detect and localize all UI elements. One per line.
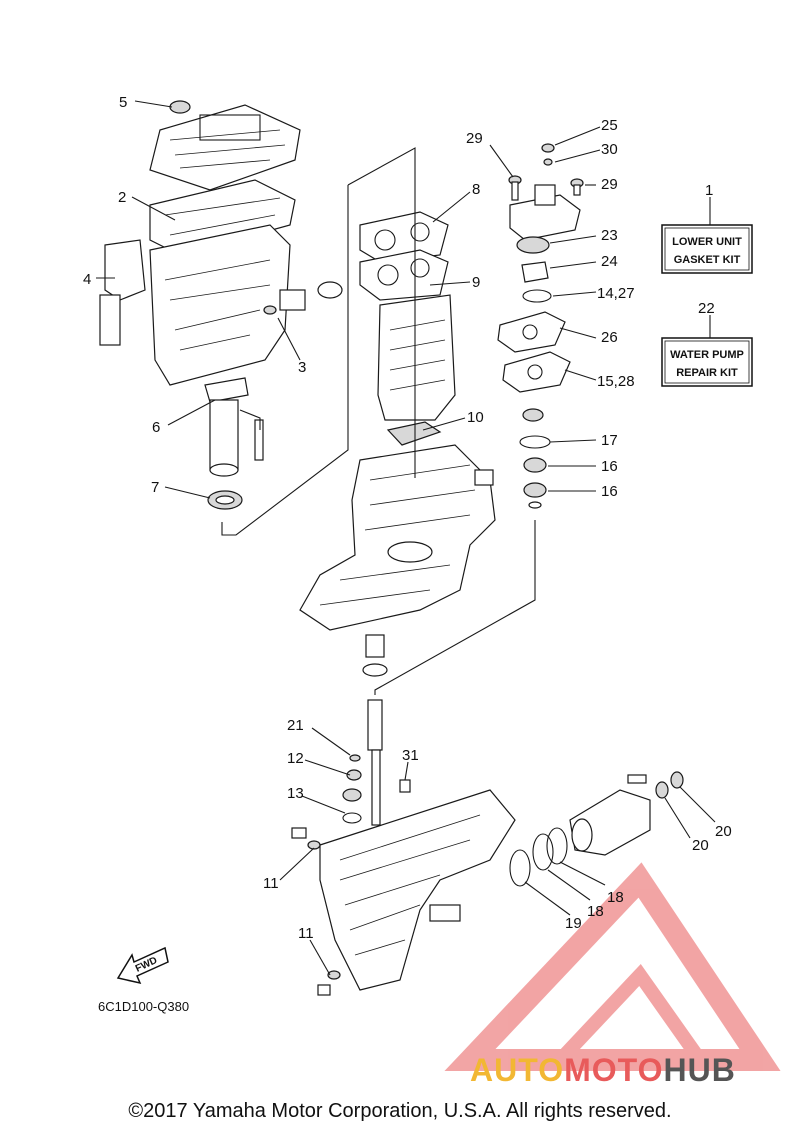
callout-2: 2 (118, 189, 126, 206)
callout-14-27: 14,27 (597, 285, 635, 302)
callout-29-left: 29 (466, 130, 483, 147)
callout-25: 25 (601, 117, 618, 134)
callout-18-right: 18 (607, 889, 624, 906)
lower-casing (299, 444, 496, 677)
lower-unit-kit-label-2: GASKET KIT (674, 254, 741, 266)
callout-16-upper: 16 (601, 458, 618, 475)
automotohub-logo-text: AUTOMOTOHUB (470, 1052, 800, 1089)
water-pump-parts (497, 143, 584, 509)
callout-5: 5 (119, 94, 127, 111)
callout-9: 9 (472, 274, 480, 291)
gear-case-assembly (291, 699, 684, 996)
leader-lines (96, 100, 716, 976)
callout-7: 7 (151, 479, 159, 496)
callout-18-left: 18 (587, 903, 604, 920)
callout-23: 23 (601, 227, 618, 244)
water-pump-kit-label-1: WATER PUMP (670, 349, 744, 361)
callout-30: 30 (601, 141, 618, 158)
exhaust-guide-assembly (99, 100, 343, 386)
callout-4: 4 (83, 271, 91, 288)
callout-6: 6 (152, 419, 160, 436)
callout-16-lower: 16 (601, 483, 618, 500)
callout-24: 24 (601, 253, 618, 270)
callout-15-28: 15,28 (597, 373, 635, 390)
fwd-arrow-icon (116, 946, 169, 985)
water-tube-assembly (204, 377, 264, 510)
callout-29-right: 29 (601, 176, 618, 193)
callout-19: 19 (565, 915, 582, 932)
lower-unit-gasket-kit-box (661, 224, 753, 274)
callout-8: 8 (472, 181, 480, 198)
callout-10: 10 (467, 409, 484, 426)
logo-moto: MOTO (564, 1052, 664, 1088)
callout-11-upper: 11 (263, 875, 279, 892)
callout-11-lower: 11 (298, 925, 314, 942)
callout-3: 3 (298, 359, 306, 376)
lower-unit-kit-label-1: LOWER UNIT (672, 236, 742, 248)
callout-1: 1 (705, 182, 713, 199)
assembly-bracket-lines (221, 147, 536, 695)
callout-21: 21 (287, 717, 304, 734)
callout-numbers: 5 2 4 3 6 7 8 9 10 29 25 30 29 23 24 14,… (83, 94, 732, 942)
callout-26: 26 (601, 329, 618, 346)
callout-20-left: 20 (692, 837, 709, 854)
callout-17: 17 (601, 432, 618, 449)
callout-31: 31 (402, 747, 419, 764)
callout-12: 12 (287, 750, 304, 767)
water-pump-repair-kit-box (661, 337, 753, 387)
automotohub-logo-mark (444, 862, 781, 1071)
logo-hub: HUB (663, 1052, 736, 1088)
diagram-code: 6C1D100-Q380 (98, 999, 189, 1014)
water-pump-kit-label-2: REPAIR KIT (676, 367, 738, 379)
upper-gaskets (359, 211, 456, 446)
callout-20-right: 20 (715, 823, 732, 840)
copyright-notice: ©2017 Yamaha Motor Corporation, U.S.A. A… (128, 1100, 672, 1122)
callout-22: 22 (698, 300, 715, 317)
logo-auto: AUTO (470, 1052, 565, 1088)
callout-13: 13 (287, 785, 304, 802)
